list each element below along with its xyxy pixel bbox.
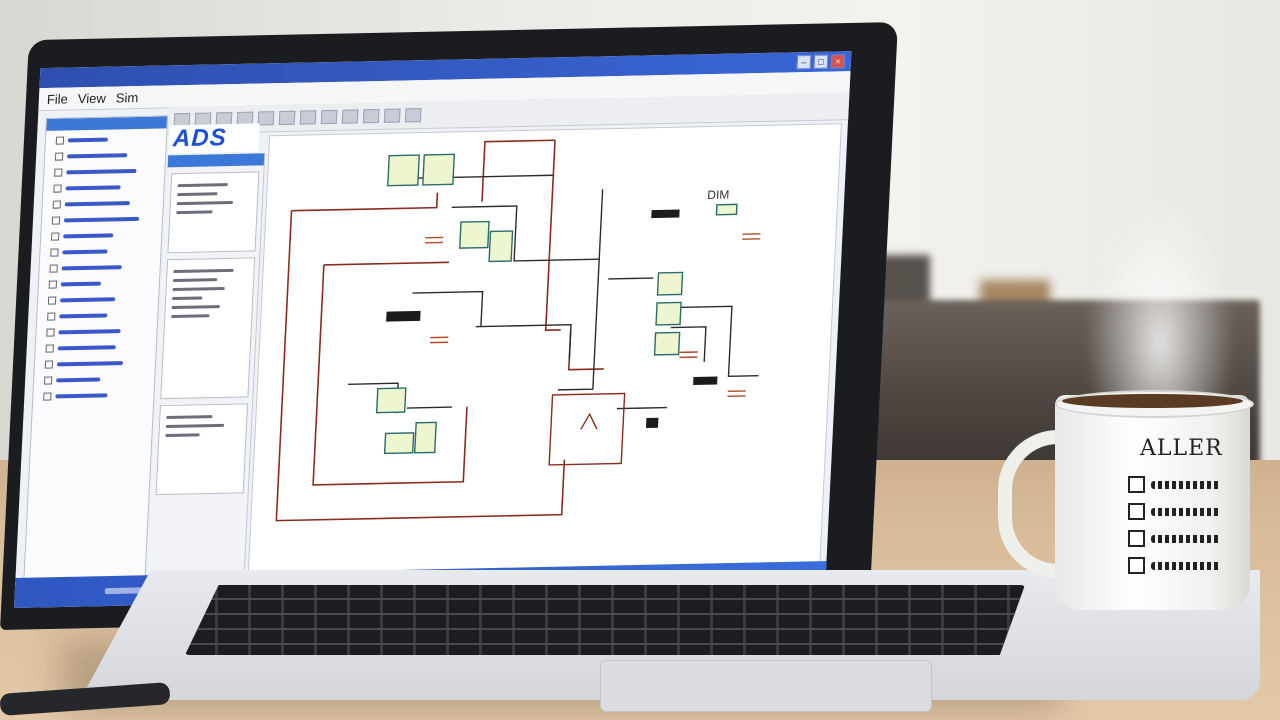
schematic-component [656,271,684,296]
schematic-canvas[interactable]: DIM [247,123,842,578]
app-logo: ADS [172,124,228,153]
steam [1085,195,1235,405]
schematic-wire [406,406,452,409]
tree-item[interactable] [51,227,162,242]
tree-item[interactable] [50,243,161,258]
toolbar-button[interactable] [320,109,338,125]
capacitor-symbol [727,390,746,398]
schematic-wire [608,277,654,280]
toolbar-button[interactable] [362,108,380,124]
schematic-wire [544,140,561,332]
checklist-item [1128,503,1221,520]
schematic-component [655,301,682,326]
tree-item[interactable] [52,195,163,210]
schematic-component [580,412,598,430]
panel-header [46,116,168,131]
schematic-component [413,421,437,454]
keyboard-rows [185,585,1025,655]
capacitor-symbol [742,233,761,240]
schematic-wire [412,290,484,327]
toolbar-button[interactable] [383,108,401,123]
capacitor-symbol [679,351,698,359]
schematic-component [386,310,421,322]
mug-label: ALLER [1140,436,1223,461]
capacitor-symbol [424,236,444,244]
schematic-component [488,230,514,263]
tree-item[interactable] [44,355,156,370]
tree-item[interactable] [54,147,166,162]
schematic-diagram: DIM [275,139,761,522]
mug-checklist [1128,476,1221,584]
tree-item[interactable] [51,211,163,226]
checklist-item [1128,476,1221,493]
properties-panel [147,153,266,586]
project-tree-panel [22,115,169,590]
schematic-wire [291,192,439,212]
schematic-wire [451,205,600,262]
coffee-mug [1055,395,1250,610]
tree-item[interactable] [43,387,154,402]
minimize-icon[interactable]: – [796,54,812,70]
toolbar-button[interactable] [278,110,296,126]
schematic-component [375,387,407,414]
tree-item[interactable] [45,339,156,354]
checklist-item [1128,557,1221,574]
close-icon[interactable]: × [830,54,846,69]
schematic-wire [481,139,556,202]
app-logo-area: ADS [168,123,260,154]
tree-item[interactable] [55,131,167,146]
trackpad[interactable] [600,660,932,712]
schematic-label: DIM [707,188,730,202]
tree-item[interactable] [47,307,158,322]
schematic-component [387,154,421,187]
schematic-component [383,432,415,455]
coffee [1062,394,1243,408]
schematic-component [651,209,680,219]
checkbox-icon [1128,476,1145,493]
tree-item[interactable] [43,371,155,386]
checkbox-icon [1128,530,1145,547]
tree-item[interactable] [53,179,164,194]
capacitor-symbol [430,336,449,344]
checklist-item [1128,530,1221,547]
property-card[interactable] [160,257,256,400]
menu-sim[interactable]: Sim [115,89,139,105]
toolbar-button[interactable] [341,109,359,124]
schematic-wire [670,326,707,362]
tree-item[interactable] [47,291,159,306]
schematic-wire [616,406,667,410]
schematic-wire [567,329,604,371]
tree-item[interactable] [49,259,160,274]
toolbar-button[interactable] [404,108,422,123]
schematic-component [653,331,681,356]
maximize-icon[interactable]: □ [813,54,829,69]
schematic-wire [475,323,572,360]
schematic-wire [323,261,450,266]
schematic-component [693,376,718,386]
schematic-wire [275,210,566,522]
tree-item[interactable] [48,275,160,290]
schematic-component [715,203,738,216]
tree-item[interactable] [54,163,165,178]
schematic-component [548,392,626,466]
schematic-wire [671,305,759,378]
laptop-screen: – □ × File View Sim [14,51,852,608]
tree-item[interactable] [46,323,157,338]
toolbar-button[interactable] [299,110,317,125]
checkbox-icon [1128,503,1145,520]
menu-view[interactable]: View [77,90,107,106]
toolbar-button[interactable] [257,111,275,126]
checkbox-icon [1128,557,1145,574]
menu-file[interactable]: File [46,91,69,107]
schematic-wire [557,189,604,391]
schematic-component [458,220,490,249]
schematic-component [422,153,456,186]
property-card[interactable] [155,403,249,496]
panel-header [167,153,265,168]
property-card[interactable] [167,171,260,254]
schematic-component [645,417,659,428]
schematic-wire [312,264,468,486]
